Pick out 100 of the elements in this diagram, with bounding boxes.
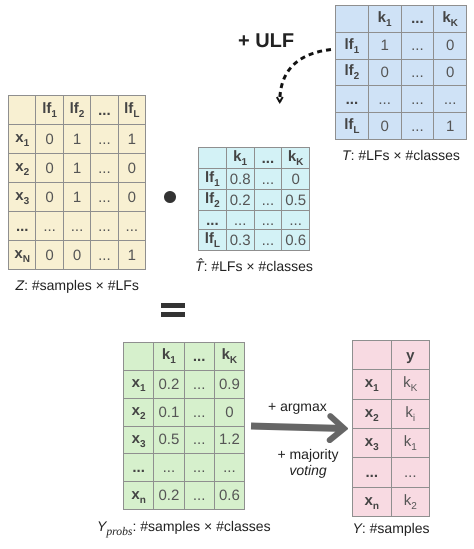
matrix-entry: ... (184, 426, 214, 454)
matrix-entry: ... (402, 32, 434, 59)
row-header: lf$_{2}$ (336, 60, 368, 86)
row-header: x$_{2}$ (124, 398, 154, 426)
edge-label: + ULF (238, 30, 294, 53)
matrix-entry: 0.8 (226, 169, 254, 189)
matrix-entry: k$_{i}$ (392, 400, 429, 428)
matrix-entry: k$_{2}$ (392, 488, 429, 516)
matrix-caption: Y: #samples (352, 520, 430, 536)
column-header: k$_{1}$ (368, 6, 400, 32)
matrix-entry: 0 (36, 183, 63, 211)
matrix-entry: 0 (64, 241, 90, 269)
matrix-entry: 1 (64, 183, 90, 211)
matrix-entry: 1 (64, 125, 90, 153)
matrix-entry: ... (91, 125, 118, 153)
row-header: x$_{1}$ (9, 125, 36, 153)
matrix-entry: ... (184, 370, 214, 398)
column-header: y (392, 341, 429, 370)
matrix-entry: 0 (36, 241, 63, 269)
column-header: k$_{1}$ (154, 343, 184, 370)
matrix-caption: Z: #samples × #LFs (16, 277, 139, 293)
matrix-caption: T̂: #LFs × #classes (195, 258, 313, 274)
column-header: k$_{K}$ (282, 148, 309, 168)
matrix-entry: ... (64, 212, 90, 240)
row-header: x$_{2}$ (9, 154, 36, 182)
matrix-entry: ... (368, 86, 400, 112)
matrix-entry: 1 (118, 125, 145, 153)
matrix-entry: ... (282, 211, 309, 229)
row-header: x$_{n}$ (353, 488, 390, 516)
matrix-entry: 0.5 (154, 426, 184, 454)
arrow (250, 413, 347, 444)
matrix-caption: Y$_{probs}$: #samples × #classes (97, 518, 271, 538)
matrix-entry: ... (402, 86, 434, 112)
matrix-entry: ... (184, 398, 214, 426)
matrix-entry: 1 (368, 32, 400, 59)
row-header: ... (336, 86, 368, 112)
matrix-table (123, 342, 245, 510)
column-header: ... (402, 6, 434, 32)
matrix-entry: 0.2 (226, 190, 254, 210)
matrix-entry: 0 (434, 60, 466, 86)
matrix-entry: 0 (368, 60, 400, 86)
matrix-entry: ... (226, 211, 254, 229)
matrix-table (335, 5, 467, 140)
matrix-entry: ... (36, 212, 63, 240)
matrix-entry: 1 (434, 113, 466, 139)
matrix-entry: 0.2 (154, 482, 184, 509)
row-header: x$_{3}$ (9, 183, 36, 211)
matrix-entry: ... (254, 169, 282, 189)
matrix-entry: ... (392, 458, 429, 487)
matrix-entry: 0.6 (282, 230, 309, 250)
matrix-entry: ... (254, 230, 282, 250)
matrix-entry: ... (91, 183, 118, 211)
matrix-entry: 0 (434, 32, 466, 59)
matrix-entry: 0 (36, 125, 63, 153)
edge-label: + argmax (268, 398, 327, 414)
matrix-entry: ... (402, 113, 434, 139)
matrix-entry: ... (91, 154, 118, 182)
matrix-entry: ... (402, 60, 434, 86)
matrix-entry: 0.5 (282, 190, 309, 210)
arrow (276, 48, 332, 103)
matrix-entry: 0.9 (214, 370, 244, 398)
column-header: k$_{K}$ (434, 6, 466, 32)
row-header: lf$_{1}$ (336, 32, 368, 59)
row-header: x$_{1}$ (124, 370, 154, 398)
column-header: k$_{K}$ (214, 343, 244, 370)
column-header: k$_{1}$ (226, 148, 254, 168)
matrix-entry: 0 (214, 398, 244, 426)
column-header: ... (91, 96, 118, 124)
matrix-entry: ... (118, 212, 145, 240)
matrix-entry: ... (91, 212, 118, 240)
matrix-table (198, 147, 310, 251)
row-header: ... (199, 211, 226, 229)
matrix-entry: 1.2 (214, 426, 244, 454)
matrix-entry: 0 (118, 183, 145, 211)
matrix-entry: 0.3 (226, 230, 254, 250)
matrix-entry: ... (254, 190, 282, 210)
matrix-entry: k$_{K}$ (392, 370, 429, 399)
matrix-entry: ... (91, 241, 118, 269)
column-header: lf$_{2}$ (64, 96, 90, 124)
row-header: lf$_{L}$ (336, 113, 368, 139)
row-header: x$_{3}$ (353, 429, 390, 458)
matrix-entry: ... (254, 211, 282, 229)
matrix-entry: ... (214, 454, 244, 482)
matrix-caption: T: #LFs × #classes (342, 147, 460, 163)
row-header: x$_{n}$ (124, 482, 154, 509)
matrix-entry: 1 (64, 154, 90, 182)
column-header: ... (184, 343, 214, 370)
note-text: + majority voting (276, 446, 340, 478)
row-header: x$_{3}$ (124, 426, 154, 454)
matrix-entry: 0.1 (154, 398, 184, 426)
row-header: x$_{N}$ (9, 241, 36, 269)
row-header: ... (124, 454, 154, 482)
matrix-entry: 0.6 (214, 482, 244, 509)
column-header: lf$_{1}$ (36, 96, 63, 124)
matrix-entry: 1 (118, 241, 145, 269)
matrix-entry: ... (184, 454, 214, 482)
matrix-entry: 0 (118, 154, 145, 182)
matrix-entry: k$_{1}$ (392, 429, 429, 458)
row-header: x$_{2}$ (353, 400, 390, 428)
column-header: lf$_{L}$ (118, 96, 145, 124)
